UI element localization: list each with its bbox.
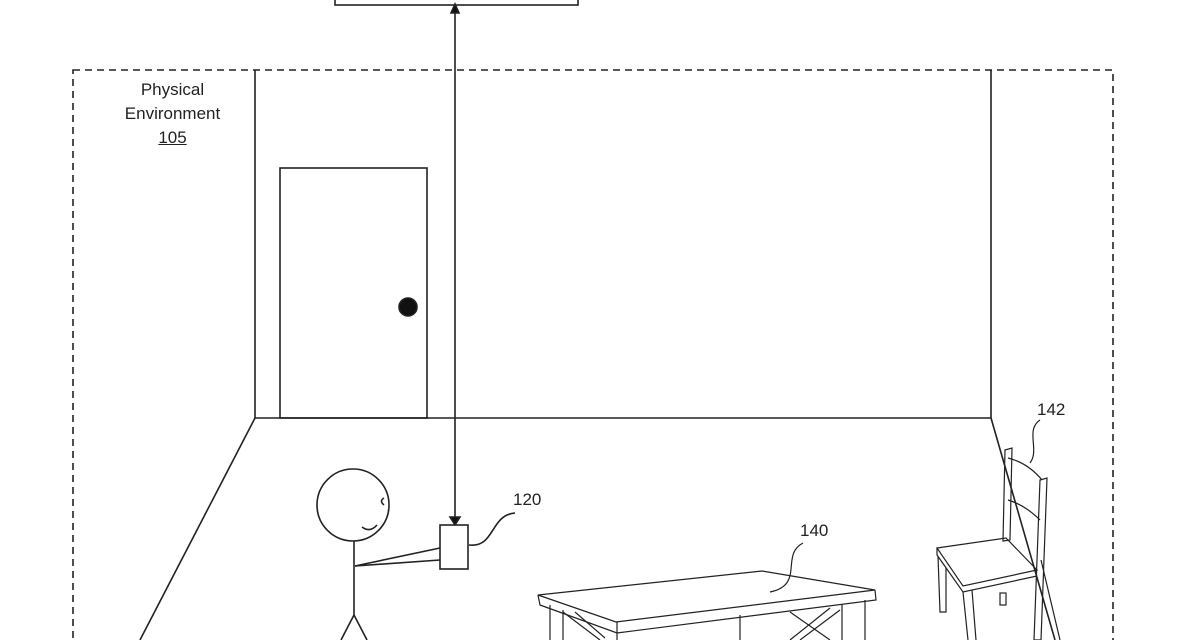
table-ref-label: 140 (800, 521, 829, 540)
device-ref-label: 120 (513, 490, 542, 509)
room-walls (139, 70, 1056, 640)
door (279, 167, 428, 419)
communication-arrow (448, 2, 462, 527)
chair-142 (935, 447, 1061, 640)
leader-142 (1029, 419, 1041, 464)
environment-label-line1: Physical (140, 80, 205, 99)
remote-box (334, 0, 579, 6)
door-knob (398, 297, 418, 317)
leader-120 (468, 512, 516, 546)
environment-ref: 105 (158, 128, 187, 147)
chair-ref-label: 142 (1037, 400, 1066, 419)
table-140 (537, 570, 877, 640)
person (316, 468, 441, 640)
device-120 (439, 524, 469, 570)
environment-label: Physical Environment 105 (100, 78, 245, 150)
environment-label-line2: Environment (124, 104, 221, 123)
leader-140 (769, 542, 804, 593)
environment-boundary (72, 69, 1114, 640)
